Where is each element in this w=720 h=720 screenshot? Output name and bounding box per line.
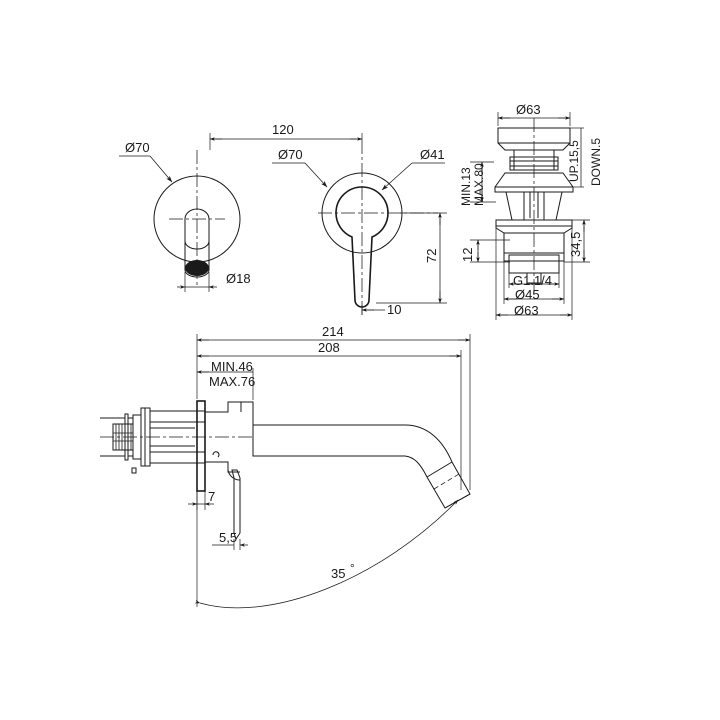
label-handle-diameter: Ø41 [420, 147, 445, 162]
label-center-distance: 120 [272, 122, 294, 137]
view-front-left: Ø70 Ø18 [119, 140, 251, 292]
label-handle-height: 72 [424, 249, 439, 263]
view-front-middle: 120 Ø70 Ø41 72 10 [209, 122, 447, 317]
label-lever-thickness: 5,5 [219, 530, 237, 545]
label-outlet-diameter: Ø18 [226, 271, 251, 286]
handle-lever-outline [335, 186, 389, 308]
label-plate-thickness: 7 [208, 489, 215, 504]
housing-upper-outline [205, 401, 254, 425]
cartridge-pin [131, 467, 137, 474]
screw-detail [212, 451, 220, 458]
waste-stem-collar [509, 156, 559, 171]
leader-handle-diameter [381, 162, 413, 191]
label-plate-diameter-middle: Ø70 [278, 147, 303, 162]
degree-symbol: ° [350, 561, 355, 575]
label-thread: G1.1/4 [513, 273, 552, 288]
aerator-band [426, 461, 453, 478]
label-wall-min: MIN.46 [211, 359, 253, 374]
label-swivel-angle: 35 [331, 566, 345, 581]
label-cap-diameter: Ø63 [516, 102, 541, 117]
cartridge-backring [124, 413, 129, 461]
handle-lever-fillet [227, 469, 241, 481]
view-drain: Ø63 UP.15,5 DOWN.5 MIN.13 MAX.80 34,5 12 [459, 102, 603, 320]
waste-basket-right [543, 191, 563, 221]
label-handle-width: 10 [387, 302, 401, 317]
label-plate-diameter-left: Ø70 [125, 140, 150, 155]
spout-outline [252, 424, 471, 509]
label-wall-max: MAX.76 [209, 374, 255, 389]
label-flange-diameter: Ø63 [514, 303, 539, 318]
label-thickness-min: MIN.13 [459, 167, 473, 206]
view-side: 214 208 MIN.46 MAX.76 7 5,5 35 ° [100, 324, 471, 609]
cartridge-flange [140, 407, 151, 467]
leader-plate-diameter [149, 155, 173, 183]
leader-handle-plate [304, 162, 328, 188]
label-travel-down: DOWN.5 [589, 138, 603, 186]
wall-plate [196, 400, 206, 492]
label-offset: 12 [460, 248, 475, 262]
label-spout-length: 208 [318, 340, 340, 355]
waste-basket-left [505, 191, 525, 221]
label-overall-length: 214 [322, 324, 344, 339]
label-thickness-max: MAX.80 [472, 163, 486, 206]
swivel-arc [194, 499, 459, 609]
label-body-height: 34,5 [568, 232, 583, 257]
cartridge-ring-tabs [128, 417, 133, 457]
label-travel-up: UP.15,5 [567, 140, 581, 182]
label-body-diameter: Ø45 [515, 287, 540, 302]
aerator-hidden-line [433, 473, 460, 490]
